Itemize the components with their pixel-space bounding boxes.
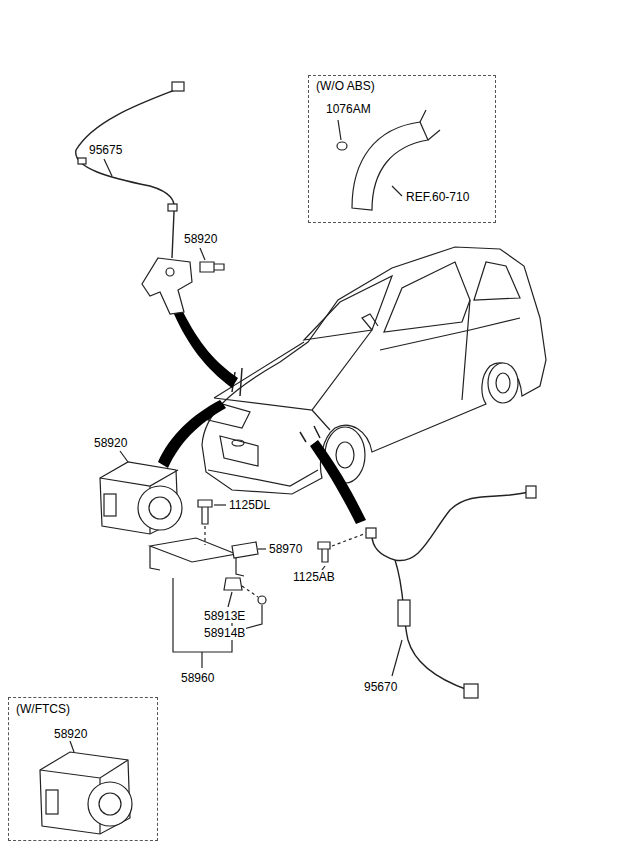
clip xyxy=(168,204,177,211)
connector xyxy=(464,684,478,698)
callout-number: 1125DL xyxy=(228,498,271,512)
abs-connector xyxy=(46,790,58,814)
leader-line xyxy=(228,592,232,607)
clip xyxy=(366,528,376,538)
fender-edge xyxy=(420,110,440,140)
dash-line xyxy=(332,534,364,546)
connector xyxy=(526,486,536,498)
bush xyxy=(224,578,242,590)
sensor-wire xyxy=(372,492,528,690)
bracket-hole xyxy=(166,268,174,276)
car-body xyxy=(202,247,546,494)
clip xyxy=(78,158,86,164)
sensor-bracket xyxy=(142,258,192,314)
car-windshield xyxy=(304,276,392,340)
leader-line xyxy=(120,451,128,462)
plug xyxy=(337,142,347,150)
pointer-wedge xyxy=(174,310,238,388)
dash-line xyxy=(242,586,258,597)
option-box: (W/FTCS) 58920 xyxy=(8,697,158,841)
pointer-wedge xyxy=(158,400,226,468)
leader-line xyxy=(104,159,112,176)
bolt xyxy=(200,262,224,272)
small-bracket xyxy=(232,542,258,558)
abs-motor xyxy=(88,782,132,826)
callout-number: 58914B xyxy=(203,626,246,640)
abs-motor xyxy=(149,497,171,519)
car-bumper xyxy=(208,470,318,486)
callout-number: 1125AB xyxy=(292,570,336,584)
car-logo xyxy=(232,440,244,446)
callout-number: 1076AM xyxy=(325,102,372,116)
car-hood xyxy=(214,330,372,430)
box-heading: (W/FTCS) xyxy=(15,702,71,716)
car-wheel-hub xyxy=(496,373,510,393)
car-mirror xyxy=(362,314,378,330)
car-wheel xyxy=(488,363,518,403)
abs-connector xyxy=(104,494,116,516)
callout-number: 58970 xyxy=(268,542,303,556)
sensor-wire xyxy=(76,88,180,258)
dash-line xyxy=(204,526,205,545)
leader-line xyxy=(173,578,232,668)
connector xyxy=(172,82,184,91)
callout-number: REF.60-710 xyxy=(405,190,470,204)
car-wheel-hub xyxy=(336,442,354,468)
bolt xyxy=(258,596,266,604)
leader-line xyxy=(70,741,74,752)
leader-line xyxy=(338,120,402,196)
leader-line xyxy=(392,640,402,676)
callout-number: 58920 xyxy=(183,232,218,246)
sensor-mark xyxy=(232,368,320,442)
callout-number: 95675 xyxy=(88,143,123,157)
callout-number: 58920 xyxy=(53,727,88,741)
abs-motor xyxy=(99,793,121,815)
bolt xyxy=(318,542,330,562)
leader-line xyxy=(214,504,226,505)
callout-number: 58960 xyxy=(180,671,215,685)
callout-number: 95670 xyxy=(363,680,398,694)
leader-line xyxy=(258,548,266,549)
car-grille xyxy=(220,436,258,466)
abs-motor xyxy=(138,486,182,530)
car-window xyxy=(384,262,470,332)
abs-bracket xyxy=(150,538,236,562)
pointer-wedge xyxy=(310,440,366,524)
abs-bracket-leg xyxy=(150,546,244,576)
option-box: (W/O ABS) 1076AM REF.60-710 xyxy=(308,75,496,223)
clip xyxy=(398,600,410,626)
callout-number: 58920 xyxy=(93,436,128,450)
box-heading: (W/O ABS) xyxy=(315,79,376,93)
callout-number: 58913E xyxy=(203,609,246,623)
leader-line xyxy=(200,248,205,260)
bolt xyxy=(198,500,212,524)
car-window xyxy=(474,262,520,300)
